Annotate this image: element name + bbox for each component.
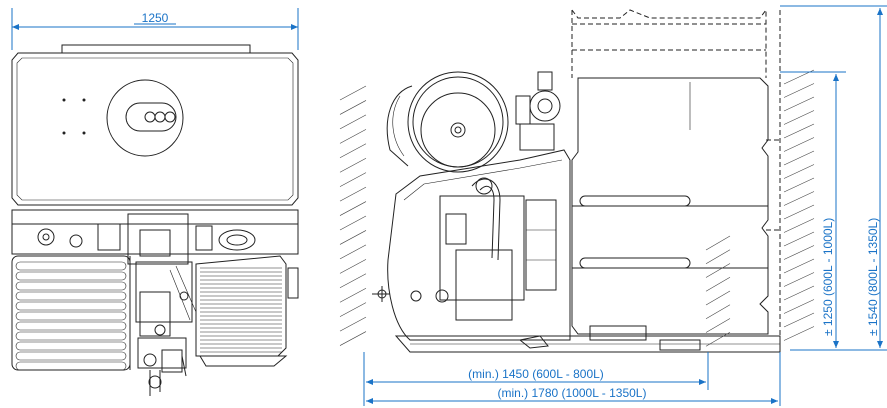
- side-tank-lower: [571, 77, 769, 335]
- hatch-line: [339, 157, 367, 173]
- hatch-line: [783, 258, 815, 274]
- front-view: 1250: [11, 8, 299, 396]
- length-dimension-small: (min.) 1450 (600L - 800L): [363, 352, 709, 406]
- right-wall-hatch: [705, 69, 815, 347]
- hatch-line: [339, 230, 367, 245]
- front-radiator: [195, 255, 299, 357]
- hose-coil: [15, 301, 127, 311]
- hose-coil: [15, 291, 127, 301]
- height-small-label: ± 1250 (600L - 1000L): [821, 218, 835, 336]
- hose-coil: [15, 261, 127, 271]
- hose-coil: [15, 351, 127, 361]
- hose-coil: [15, 311, 127, 321]
- hatch-line: [339, 331, 367, 346]
- hatch-line: [783, 272, 815, 287]
- height-large-label: ± 1540 (800L - 1350L): [866, 218, 880, 336]
- hose-coil: [15, 341, 127, 351]
- hatch-line: [783, 123, 815, 139]
- hatch-line: [339, 244, 367, 260]
- hatch-line: [705, 318, 731, 333]
- hatch-line: [705, 304, 731, 320]
- hatch-line: [339, 129, 367, 144]
- front-pump-assembly: [135, 261, 197, 396]
- hatch-line: [339, 114, 367, 130]
- hatch-line: [783, 83, 815, 98]
- hatch-line: [705, 276, 731, 292]
- hatch-line: [783, 231, 815, 247]
- front-width-dimension: 1250: [11, 8, 299, 50]
- side-engine-body: [372, 149, 571, 341]
- side-tank-upper-dashed: [571, 8, 781, 350]
- hatch-line: [783, 312, 815, 328]
- hatch-line: [705, 249, 731, 265]
- hatch-line: [783, 326, 815, 341]
- hatch-line: [705, 331, 731, 347]
- hatch-line: [783, 191, 815, 206]
- height-dimension-large: ± 1540 (800L - 1350L): [780, 5, 887, 351]
- side-base-frame: [394, 325, 781, 353]
- hatch-line: [705, 263, 731, 278]
- front-hose-reel: [11, 255, 131, 371]
- hatch-line: [783, 245, 815, 260]
- hatch-line: [339, 273, 367, 289]
- hatch-line: [705, 290, 731, 306]
- hatch-line: [339, 100, 367, 115]
- hatch-line: [783, 204, 815, 220]
- hose-coil: [15, 281, 127, 291]
- hatch-line: [783, 285, 815, 301]
- hatch-line: [783, 164, 815, 179]
- hatch-line: [339, 172, 367, 187]
- hatch-line: [783, 177, 815, 193]
- filler-cap: [106, 79, 184, 157]
- hatch-line: [783, 218, 815, 233]
- side-view: ± 1250 (600L - 1000L) ± 1540 (800L - 135…: [339, 5, 887, 406]
- hatch-line: [783, 299, 815, 314]
- left-wall-hatch: [339, 85, 367, 346]
- hatch-line: [339, 316, 367, 332]
- hatch-line: [783, 137, 815, 152]
- hatch-line: [339, 259, 367, 274]
- hatch-line: [783, 150, 815, 166]
- hose-coil: [15, 361, 127, 371]
- hose-coil: [15, 331, 127, 341]
- hatch-line: [783, 96, 815, 112]
- hose-coil: [15, 271, 127, 281]
- height-dimension-small: ± 1250 (600L - 1000L): [780, 71, 846, 348]
- hose-coil: [15, 321, 127, 331]
- hatch-line: [339, 186, 367, 202]
- length-dimension-large: (min.) 1780 (1000L - 1350L): [366, 352, 781, 406]
- front-width-label: 1250: [142, 11, 169, 25]
- side-filter: [515, 71, 561, 151]
- hatch-line: [339, 201, 367, 216]
- front-chassis: [11, 209, 299, 265]
- front-lid: [11, 44, 299, 206]
- length-large-label: (min.) 1780 (1000L - 1350L): [498, 386, 647, 400]
- hatch-line: [705, 235, 731, 251]
- hatch-line: [339, 215, 367, 231]
- hatch-line: [339, 287, 367, 303]
- length-small-label: (min.) 1450 (600L - 800L): [468, 367, 604, 381]
- side-hose-reel: [386, 71, 509, 173]
- hatch-line: [783, 110, 815, 125]
- hatch-line: [339, 143, 367, 159]
- hatch-line: [339, 85, 367, 101]
- hatch-line: [339, 302, 367, 317]
